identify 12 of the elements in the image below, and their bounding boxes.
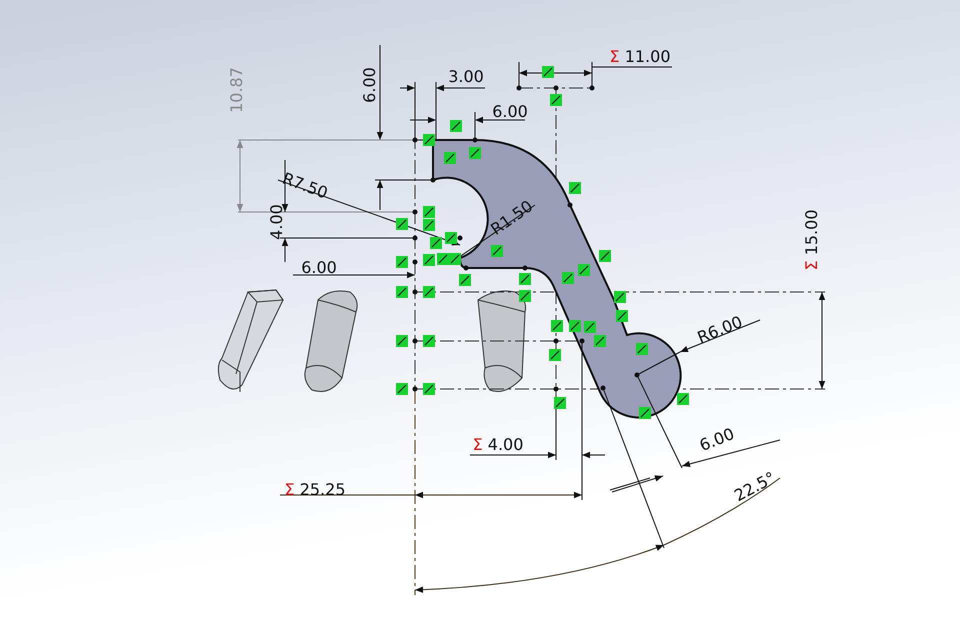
dimension-value: Σ 25.25 [284, 482, 346, 498]
dimension-value: Σ 15.00 [804, 210, 820, 270]
dimension-value: Σ 11.00 [610, 49, 670, 65]
dimension-value: Σ 4.00 [472, 437, 524, 453]
dimension-value: 6.00 [492, 104, 528, 120]
dimension-value: R6.00 [695, 314, 745, 346]
dimension-value: 6.00 [301, 260, 337, 276]
dimension-value: 6.00 [698, 426, 736, 454]
dimension-value: 3.00 [448, 69, 484, 85]
dimension-value: 10.87 [229, 67, 245, 113]
dimension-value: 4.00 [269, 204, 285, 240]
dimension-value: 6.00 [362, 67, 378, 103]
